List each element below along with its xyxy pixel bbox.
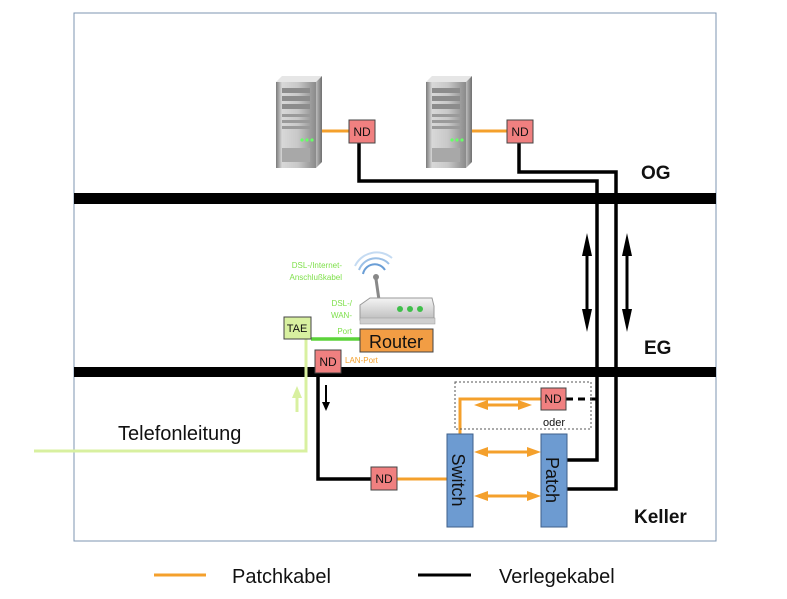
floor-label-og: OG (641, 163, 671, 184)
patchkabel-switch-nd-optional (458, 397, 542, 434)
patch-double-arrow-3 (474, 491, 541, 501)
label-lan-port: LAN-Port (345, 356, 379, 365)
down-arrow-icon (322, 385, 330, 411)
nd-label: ND (511, 125, 529, 139)
legend-patch-label: Patchkabel (232, 566, 331, 588)
optional-nd-box (454, 381, 592, 430)
label-dsl-wan-2: WAN- (331, 311, 352, 320)
vertical-double-arrow-2 (622, 233, 632, 332)
floor-slab-eg (74, 367, 716, 377)
telefonleitung-line (34, 339, 308, 453)
nd-label: ND (353, 125, 371, 139)
switch-device: Switch (446, 433, 474, 528)
floor-label-keller: Keller (634, 507, 687, 528)
label-dsl-internet: DSL-/Internet- (292, 261, 343, 270)
server-icon (276, 76, 322, 168)
up-arrow-icon (292, 386, 302, 412)
vertical-double-arrow-1 (582, 233, 592, 332)
nd-label: ND (375, 472, 393, 486)
nd-box-keller: ND (370, 466, 398, 491)
tae-box: TAE (283, 316, 312, 340)
patch-panel: Patch (540, 433, 568, 528)
patch-double-arrow-1 (474, 400, 532, 410)
nd-box-router: ND (314, 349, 342, 374)
verlegekabel-server1 (357, 142, 599, 462)
verlegekabel-lines (316, 142, 618, 491)
dsl-labels: DSL-/Internet- Anschlußkabel DSL-/ WAN- … (290, 261, 353, 336)
floor-label-eg: EG (644, 338, 671, 359)
floor-slab-og (74, 193, 716, 204)
router-box: Router (359, 328, 434, 353)
legend: Patchkabel Verlegekabel (154, 566, 615, 588)
patch-label: Patch (542, 457, 562, 503)
label-telefonleitung: Telefonleitung (118, 423, 241, 445)
wireless-router-icon (354, 251, 436, 325)
tae-label: TAE (287, 323, 308, 335)
patchkabel-lines (319, 129, 542, 481)
label-oder: oder (543, 417, 565, 429)
nd-box-server1: ND (348, 119, 376, 144)
nd-box-optional: ND (540, 387, 567, 411)
router-label: Router (369, 332, 423, 352)
switch-label: Switch (448, 453, 468, 506)
verlegekabel-router (316, 373, 372, 481)
verlegekabel-server2 (517, 142, 618, 491)
nd-label: ND (319, 355, 337, 369)
legend-verlege-label: Verlegekabel (499, 566, 615, 588)
label-anschluss: Anschlußkabel (290, 273, 343, 282)
patch-double-arrow-2 (474, 447, 541, 457)
nd-box-server2: ND (506, 119, 534, 144)
label-dsl-wan-3: Port (337, 327, 352, 336)
nd-label: ND (544, 392, 562, 406)
building-frame (73, 12, 717, 542)
label-dsl-wan-1: DSL-/ (332, 299, 353, 308)
server-icon (426, 76, 472, 168)
